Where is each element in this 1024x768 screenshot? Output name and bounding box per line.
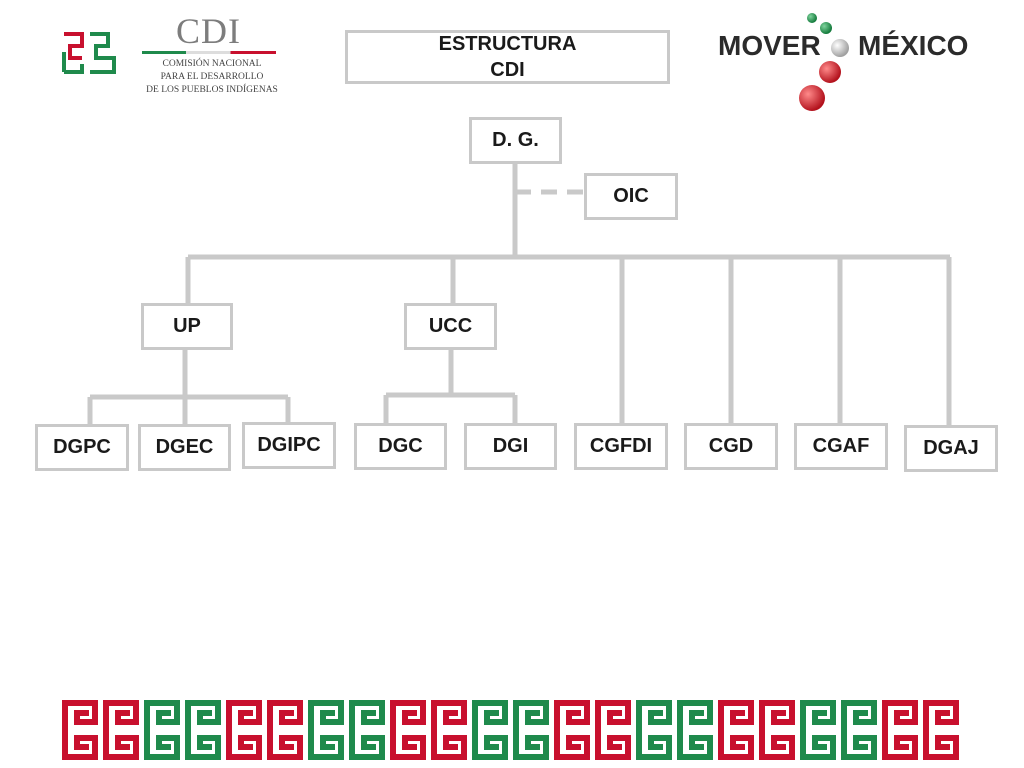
- node-oic: OIC: [584, 173, 678, 220]
- title-line2: CDI: [490, 59, 525, 81]
- greca-motif-icon: [680, 703, 710, 757]
- mexico-text: MÉXICO: [858, 30, 969, 61]
- greca-motif-icon: [65, 703, 95, 757]
- greca-motif-icon: [393, 703, 423, 757]
- cdi-subtitle-line1: COMISIÓN NACIONAL: [162, 59, 262, 69]
- greca-motif-icon: [188, 703, 218, 757]
- node-cgd: CGD: [684, 423, 778, 470]
- greca-border: [62, 700, 962, 760]
- cdi-subtitle-line2: PARA EL DESARROLLO: [160, 72, 264, 82]
- cdi-subtitle-line3: DE LOS PUEBLOS INDÍGENAS: [146, 85, 278, 95]
- node-dgpc: DGPC: [35, 424, 129, 471]
- title-box: ESTRUCTURA CDI: [345, 30, 670, 84]
- greca-motif-icon: [721, 703, 751, 757]
- node-dgi: DGI: [464, 423, 557, 470]
- greca-motif-icon: [106, 703, 136, 757]
- node-dgaj: DGAJ: [904, 425, 998, 472]
- cdi-divider: [142, 51, 276, 54]
- node-dgc: DGC: [354, 423, 447, 470]
- greca-motif-icon: [926, 703, 956, 757]
- mover-balls-icon: [799, 13, 849, 111]
- mover-text: MOVER: [718, 30, 821, 61]
- node-dgec: DGEC: [138, 424, 231, 471]
- greca-motif-icon: [147, 703, 177, 757]
- cdi-emblem-icon: [62, 32, 116, 74]
- node-cgaf: CGAF: [794, 423, 888, 470]
- greca-motif-icon: [475, 703, 505, 757]
- greca-motif-icon: [598, 703, 628, 757]
- greca-motif-icon: [434, 703, 464, 757]
- cdi-subtitle: COMISIÓN NACIONAL PARA EL DESARROLLO DE …: [142, 58, 282, 97]
- node-cgfdi: CGFDI: [574, 423, 668, 470]
- node-dgipc: DGIPC: [242, 422, 336, 469]
- greca-motif-icon: [557, 703, 587, 757]
- greca-motif-icon: [803, 703, 833, 757]
- greca-motif-icon: [311, 703, 341, 757]
- greca-motif-icon: [516, 703, 546, 757]
- greca-motif-icon: [352, 703, 382, 757]
- greca-motif-icon: [639, 703, 669, 757]
- title-line1: ESTRUCTURA: [438, 33, 577, 55]
- node-dg: D. G.: [469, 117, 562, 164]
- greca-motif-icon: [270, 703, 300, 757]
- cdi-acronym: CDI: [176, 11, 241, 51]
- greca-motif-icon: [229, 703, 259, 757]
- greca-motif-icon: [762, 703, 792, 757]
- node-ucc: UCC: [404, 303, 497, 350]
- node-up: UP: [141, 303, 233, 350]
- greca-motif-icon: [885, 703, 915, 757]
- greca-motif-icon: [844, 703, 874, 757]
